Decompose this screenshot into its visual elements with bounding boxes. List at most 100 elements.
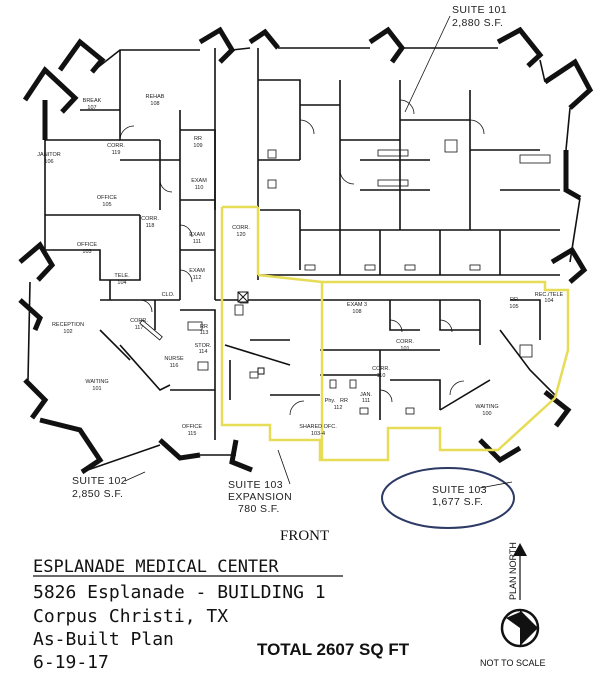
suite-102-leader [124, 471, 146, 482]
svg-text:Phy.: Phy. [325, 398, 336, 404]
svg-text:108: 108 [150, 101, 159, 107]
room-name: EXAM [189, 232, 205, 238]
bastion-sw-1 [23, 378, 49, 420]
room-number: 120 [236, 232, 245, 238]
title-line-4: As-Built Plan [33, 629, 174, 650]
svg-text:101: 101 [400, 346, 409, 352]
room-name: EXAM [191, 178, 207, 184]
room-name: SHARED OFC. [299, 424, 337, 430]
svg-text:OFFICE: OFFICE [182, 424, 202, 430]
room-number: 109 [193, 143, 202, 149]
room-number: 114 [199, 349, 208, 355]
svg-text:RR: RR [510, 297, 518, 303]
front-label: FRONT [280, 528, 329, 544]
svg-text:110: 110 [377, 373, 386, 379]
svg-text:CORR.: CORR. [141, 216, 159, 222]
svg-text:112: 112 [334, 405, 343, 411]
suite-103-exp-sub: EXPANSION [228, 491, 292, 503]
suite-103-boundary [220, 205, 570, 462]
svg-text:REC./TELE: REC./TELE [535, 292, 564, 298]
title-line-5: 6-19-17 [33, 652, 109, 673]
bastion-ne-3 [563, 150, 582, 201]
svg-text:114: 114 [199, 349, 208, 355]
svg-text:RR: RR [340, 398, 348, 404]
svg-text:112: 112 [193, 275, 202, 281]
door-swings [119, 99, 485, 416]
svg-text:JANITOR: JANITOR [37, 152, 60, 158]
room-name: Phy. [325, 398, 336, 404]
north-arrow: PLAN NORTH NOT TO SCALE [480, 542, 546, 668]
svg-text:WAITING: WAITING [475, 404, 498, 410]
room-number: 105 [102, 202, 111, 208]
bastion-ne-2 [543, 58, 594, 110]
column-box-2 [257, 367, 265, 375]
bastion-e-1 [550, 246, 588, 284]
room-number: 108 [352, 309, 361, 315]
room-number: 113 [200, 330, 209, 336]
svg-text:113: 113 [200, 330, 209, 336]
room-name: OFFICE [182, 424, 202, 430]
room-number: 106 [44, 159, 53, 165]
bastion-w-1 [18, 241, 56, 282]
svg-text:116: 116 [170, 363, 179, 369]
room-name: RECEPTION [52, 322, 84, 328]
room-number: 110 [195, 185, 204, 191]
svg-text:103-4: 103-4 [311, 431, 325, 437]
corner-bastions [18, 26, 594, 475]
room-number: 119 [112, 150, 121, 156]
svg-text:JAN.: JAN. [360, 392, 372, 398]
suite-103-name: SUITE 103 [432, 484, 487, 496]
suite-103-exp-leader [277, 449, 291, 485]
north-arrow-head [513, 543, 527, 556]
room-name: NURSE [164, 356, 184, 362]
room-number: 100 [482, 411, 491, 417]
room-name: CORR. [372, 366, 390, 372]
svg-text:102: 102 [63, 329, 72, 335]
bastion-s-1 [158, 438, 201, 461]
suite-101-leader [404, 15, 451, 113]
svg-text:108: 108 [352, 309, 361, 315]
room-number: 111 [362, 398, 370, 404]
bastion-sw-2 [39, 417, 104, 475]
svg-text:CLO.: CLO. [162, 292, 175, 298]
svg-text:105: 105 [102, 202, 111, 208]
room-number: 108 [150, 101, 159, 107]
svg-text:EXAM: EXAM [189, 268, 205, 274]
suite-callouts: SUITE 101 2,880 S.F. SUITE 102 2,850 S.F… [72, 4, 515, 529]
room-name: RR [200, 324, 208, 330]
svg-text:104: 104 [544, 298, 553, 304]
bastion-n-2 [248, 28, 280, 50]
svg-text:RECEPTION: RECEPTION [52, 322, 84, 328]
room-number: 112 [193, 275, 202, 281]
svg-text:CORR.: CORR. [107, 143, 125, 149]
room-name: RR [194, 136, 202, 142]
room-name: CLO. [162, 292, 175, 298]
suite-101-area: 2,880 S.F. [452, 17, 503, 29]
room-name: OFFICE [77, 242, 97, 248]
fixtures [139, 139, 551, 415]
room-number: 107 [87, 105, 96, 111]
svg-text:100: 100 [482, 411, 491, 417]
room-number: 112 [334, 405, 343, 411]
svg-text:CORR.: CORR. [232, 225, 250, 231]
svg-text:120: 120 [236, 232, 245, 238]
room-name: BREAK [83, 98, 102, 104]
room-name: CORR. [232, 225, 250, 231]
bastion-se-2 [478, 438, 522, 464]
title-block: ESPLANADE MEDICAL CENTER 5826 Esplanade … [33, 557, 343, 673]
suite-103-area: 1,677 S.F. [432, 496, 483, 508]
title-line-3: Corpus Christi, TX [33, 606, 228, 627]
room-name: CORR. [141, 216, 159, 222]
suite-101-name: SUITE 101 [452, 4, 507, 16]
room-number: 103 [82, 249, 91, 255]
svg-text:OFFICE: OFFICE [97, 195, 117, 201]
title-line-2: 5826 Esplanade - BUILDING 1 [33, 582, 326, 603]
room-number: 115 [188, 431, 197, 437]
room-number: 104 [544, 298, 553, 304]
columns [237, 291, 265, 375]
svg-text:RR: RR [194, 136, 202, 142]
bastion-nw-2 [22, 66, 79, 114]
room-name: CORR. [107, 143, 125, 149]
svg-text:OFFICE: OFFICE [77, 242, 97, 248]
svg-text:107: 107 [87, 105, 96, 111]
